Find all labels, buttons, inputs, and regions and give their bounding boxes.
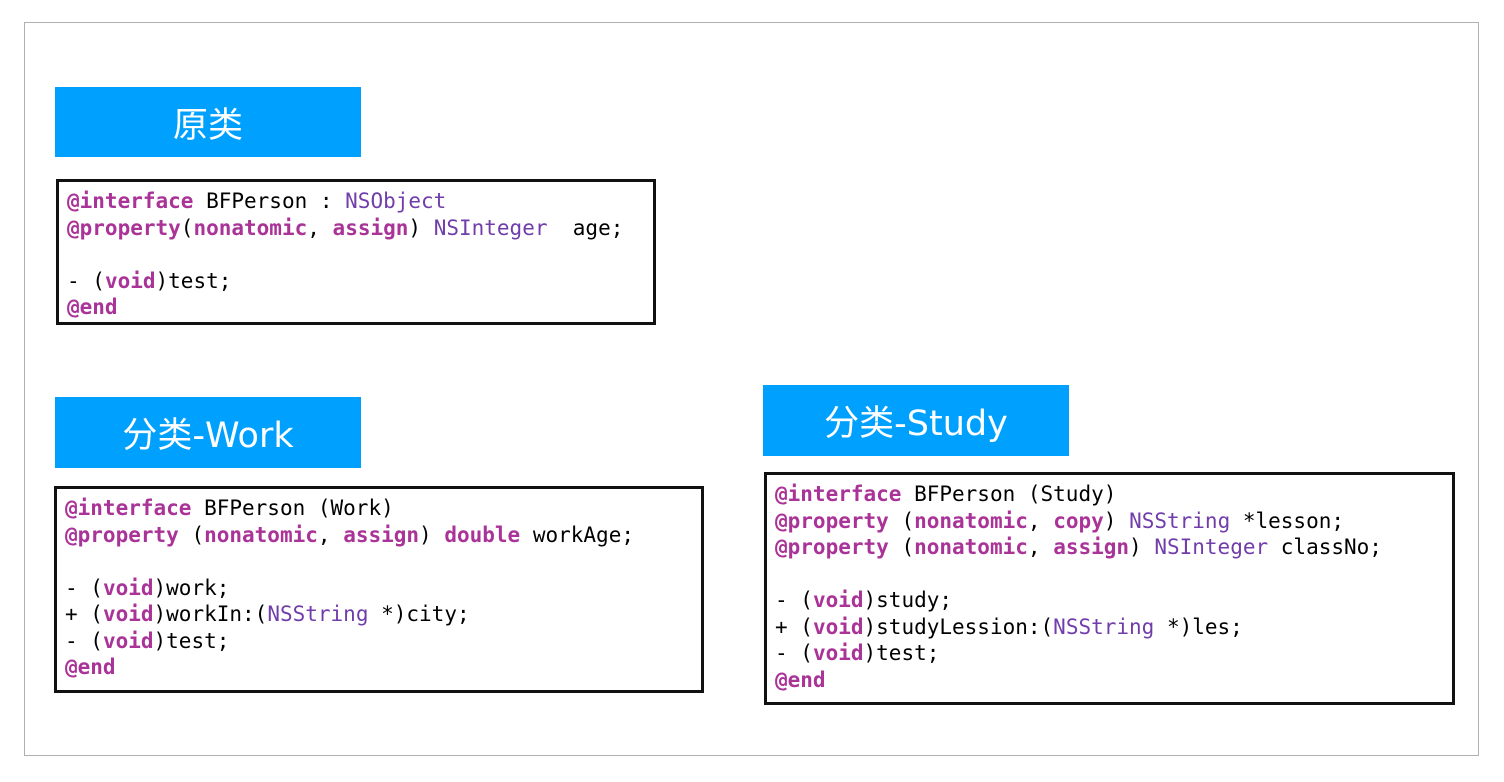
code-type: NSString [267,602,369,626]
code-text: , [317,522,344,547]
code-keyword: void [812,641,864,665]
code-line: @property (nonatomic, assign) double wor… [65,522,701,549]
title-original: 原类 [55,87,361,157]
code-block-category-work: @interface BFPerson (Work)@property (non… [54,486,704,693]
code-text: )study; [863,588,953,612]
code-keyword: void [812,588,864,612]
code-text: , [1027,508,1054,533]
code-keyword: nonatomic [204,522,318,547]
code-text: )test; [863,641,940,665]
code-line: @end [65,654,701,681]
code-line: @interface BFPerson (Work) [65,495,701,522]
code-line: @property (nonatomic, assign) NSInteger … [775,534,1452,561]
code-type: NSInteger [433,215,548,240]
code-text: )test; [153,628,230,653]
code-text: ) [1103,508,1130,533]
code-text: , [307,215,333,240]
diagram-frame [24,22,1479,756]
code-text: )studyLession:( [863,614,1054,639]
code-text: - ( [65,575,103,600]
code-text: ) [408,215,434,240]
code-line: - (void)study; [775,587,1452,614]
code-keyword: @end [775,667,826,692]
code-type: NSObject [345,189,447,213]
code-text: BFPerson (Work) [191,496,394,520]
code-line [65,548,701,575]
code-keyword: assign [332,215,409,240]
code-line [67,241,653,268]
code-text: BFPerson (Study) [901,482,1117,506]
code-keyword: @property [67,215,181,240]
code-keyword: @end [67,295,118,319]
code-line: + (void)studyLession:(NSString *)les; [775,614,1452,641]
code-line: @property (nonatomic, copy) NSString *le… [775,508,1452,535]
code-text: ( [178,522,205,547]
code-keyword: @property [775,535,889,559]
code-line: - (void)test; [65,628,701,655]
code-type: NSString [1129,508,1231,533]
code-text: *)city; [368,602,470,626]
code-type: NSInteger [1154,535,1269,559]
code-text: *)les; [1154,614,1243,639]
code-line: @property(nonatomic, assign) NSInteger a… [67,215,653,242]
code-keyword: assign [343,522,420,547]
code-line: - (void)test; [775,640,1452,667]
code-keyword: void [102,602,154,626]
code-keyword: @end [65,655,116,679]
code-keyword: void [104,268,156,293]
code-text: )test; [155,268,232,293]
code-keyword: assign [1053,535,1130,559]
code-text: BFPerson : [193,189,346,213]
title-category-work: 分类-Work [55,397,361,468]
code-text: ( [180,215,194,240]
code-keyword: @interface [775,482,902,506]
code-keyword: nonatomic [914,535,1028,559]
code-line [775,561,1452,588]
code-keyword: @property [65,522,179,547]
code-text: )work; [153,575,230,600]
code-keyword: void [102,628,154,653]
code-text: )workIn:( [153,602,268,626]
code-keyword: void [102,575,154,600]
code-block-original: @interface BFPerson : NSObject@property(… [56,179,656,325]
code-line: @interface BFPerson (Study) [775,481,1452,508]
code-keyword: nonatomic [193,215,308,240]
code-keyword: @property [775,508,889,533]
code-text: ( [888,535,915,559]
code-text: ) [1129,535,1155,559]
code-text: - ( [775,588,813,612]
code-text: workAge; [520,522,634,547]
code-line: @end [775,667,1452,694]
code-text: - ( [775,641,813,665]
code-line: - (void)work; [65,575,701,602]
code-text: ( [888,508,915,533]
code-block-category-study: @interface BFPerson (Study)@property (no… [764,472,1455,705]
code-type: NSString [1053,614,1155,639]
code-line: @end [67,294,653,321]
code-text: + ( [65,602,103,626]
code-keyword: nonatomic [914,508,1028,533]
code-text: age; [547,215,624,240]
code-keyword: @interface [67,189,194,213]
code-text: *lesson; [1230,508,1345,533]
code-line: @interface BFPerson : NSObject [67,188,653,215]
code-text: classNo; [1268,535,1382,559]
code-line: + (void)workIn:(NSString *)city; [65,601,701,628]
code-text: , [1027,535,1054,559]
code-text: - ( [67,268,105,293]
code-keyword: copy [1053,508,1104,533]
code-keyword: @interface [65,496,192,520]
code-text: + ( [775,614,813,639]
code-line: - (void)test; [67,268,653,295]
code-keyword: void [812,614,864,639]
code-text: ) [419,522,445,547]
title-category-study: 分类-Study [763,385,1069,456]
code-keyword: double [444,522,521,547]
code-text: - ( [65,628,103,653]
